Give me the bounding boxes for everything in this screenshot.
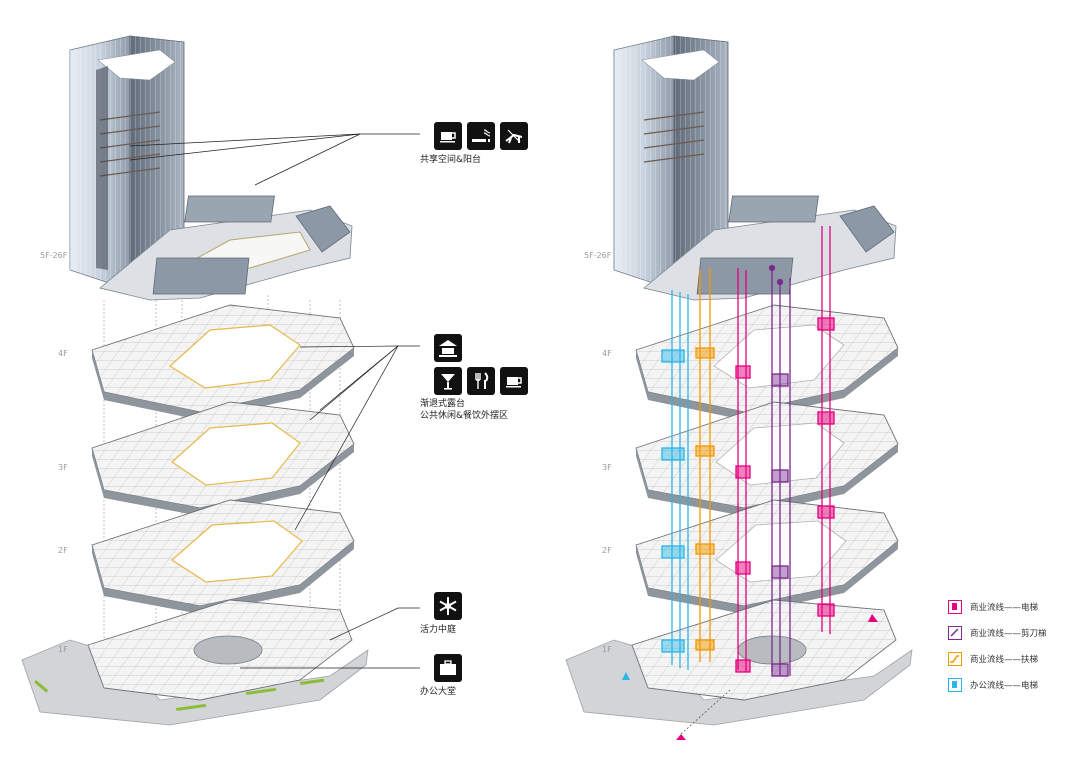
left-exploded-axonometric: 5F-26F 4F 3F 2F 1F xyxy=(21,35,420,726)
floor-label-1f: 1F xyxy=(602,645,612,654)
office-elevator-icon xyxy=(948,678,962,692)
floor-label-5f-26f: 5F-26F xyxy=(40,251,68,260)
left-floor-4f xyxy=(91,304,355,420)
legend-label: 商业流线——电梯 xyxy=(970,603,1039,613)
annotation-caption: 活力中庭 xyxy=(420,625,457,635)
commercial-elevator-circulation xyxy=(735,226,835,673)
left-floor-1f xyxy=(21,599,369,726)
right-podium-roof xyxy=(643,195,897,301)
entrance-markers xyxy=(622,614,878,740)
office-elevator-circulation xyxy=(661,290,689,670)
left-podium-roof xyxy=(99,195,353,301)
right-tower xyxy=(613,35,729,291)
annotation-caption: 办公大堂 xyxy=(420,687,457,697)
floor-label-4f: 4F xyxy=(58,349,68,358)
floor-label-2f: 2F xyxy=(602,546,612,555)
snowflake-atrium-icon xyxy=(434,592,462,620)
right-exploded-axonometric: 5F-26F 4F 3F 2F 1F xyxy=(565,35,913,740)
left-floor-labels: 5F-26F 4F 3F 2F 1F xyxy=(40,251,68,654)
smoking-area-icon xyxy=(467,122,495,150)
annotation-caption: 渐退式露台 xyxy=(420,399,466,409)
carousel-icon xyxy=(434,334,462,362)
coffee-cup-icon xyxy=(500,367,528,395)
floor-label-5f-26f: 5F-26F xyxy=(584,251,612,260)
right-floor-labels: 5F-26F 4F 3F 2F 1F xyxy=(584,251,612,654)
cocktail-icon xyxy=(434,367,462,395)
floor-label-4f: 4F xyxy=(602,349,612,358)
annotation-caption: 共享空间&阳台 xyxy=(420,155,482,165)
legend-label: 商业流线——剪刀梯 xyxy=(970,629,1047,639)
escalator-circulation xyxy=(695,268,715,662)
left-floor-3f xyxy=(91,401,355,516)
floor-label-2f: 2F xyxy=(58,546,68,555)
annotation-leader-lines xyxy=(129,133,420,669)
briefcase-icon xyxy=(434,654,462,682)
floor-label-1f: 1F xyxy=(58,645,68,654)
annotation-caption: 公共休闲&餐饮外摆区 xyxy=(420,411,509,421)
elevator-icon xyxy=(948,600,962,614)
floor-label-3f: 3F xyxy=(602,463,612,472)
fork-knife-icon xyxy=(467,367,495,395)
floor-label-3f: 3F xyxy=(58,463,68,472)
coffee-cup-icon xyxy=(434,122,462,150)
left-floor-2f xyxy=(91,499,355,614)
legend-label: 办公流线——电梯 xyxy=(970,681,1039,691)
escalator-icon xyxy=(948,652,962,666)
lounge-chair-icon xyxy=(500,122,528,150)
left-tower xyxy=(69,35,185,291)
scissor-stair-icon xyxy=(948,626,962,640)
scissor-stair-circulation xyxy=(768,264,791,677)
legend-label: 商业流线——扶梯 xyxy=(970,655,1039,665)
